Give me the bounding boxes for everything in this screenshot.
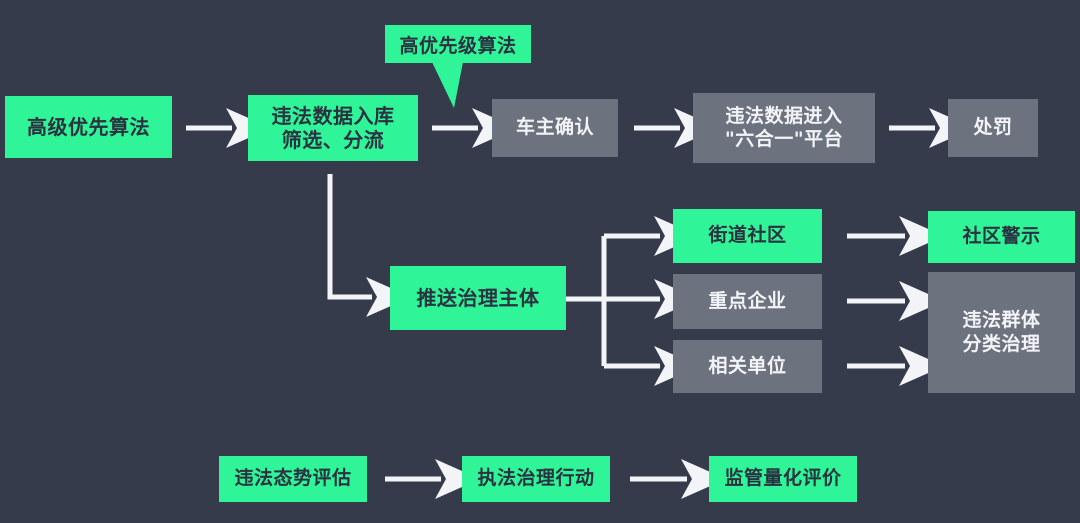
node-advanced-priority-algorithm[interactable]: 高级优先算法: [5, 96, 172, 158]
node-key-enterprise[interactable]: 重点企业: [673, 274, 822, 329]
callout-tail: [432, 62, 463, 108]
node-six-in-one-platform[interactable]: 违法数据进入 "六合一"平台: [693, 93, 875, 163]
node-push-governance-subject[interactable]: 推送治理主体: [390, 266, 566, 330]
elbow-entry-to-push: [327, 174, 411, 317]
node-violation-group-classification[interactable]: 违法群体 分类治理: [928, 272, 1075, 393]
node-supervision-quantitative-evaluation[interactable]: 监管量化评价: [709, 456, 857, 502]
node-related-unit[interactable]: 相关单位: [673, 340, 822, 393]
node-community-warning[interactable]: 社区警示: [928, 211, 1075, 263]
node-violation-situation-assessment[interactable]: 违法态势评估: [219, 456, 367, 502]
node-owner-confirm[interactable]: 车主确认: [492, 99, 618, 157]
node-enforcement-action[interactable]: 执法治理行动: [462, 456, 610, 502]
node-penalty[interactable]: 处罚: [948, 99, 1038, 157]
callout-high-priority-algorithm[interactable]: 高优先级算法: [385, 25, 531, 63]
node-street-community[interactable]: 街道社区: [673, 209, 822, 263]
node-violation-data-entry[interactable]: 违法数据入库 筛选、分流: [248, 95, 418, 161]
